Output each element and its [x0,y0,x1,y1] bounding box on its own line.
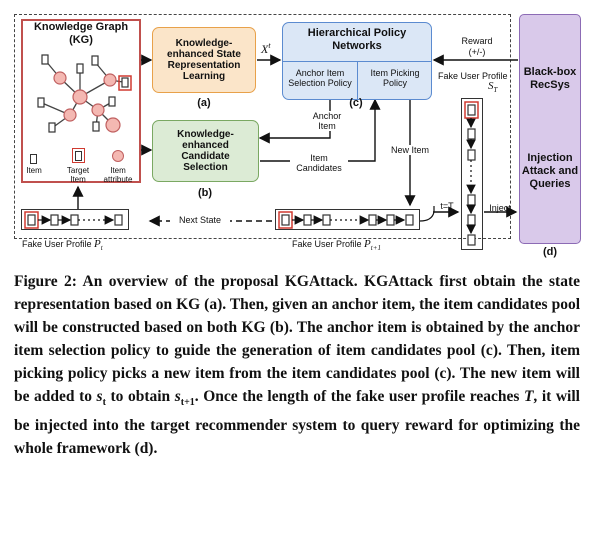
profile-st-sym: S [488,80,494,92]
reward-sign-label: (+/-) [468,47,486,57]
profile-st-symbol: ST [488,80,497,94]
profile-pt-sequence [24,211,123,229]
profile-pt-box [21,209,129,230]
t-eq-T-label: t=T [440,201,454,211]
anchor-policy-label: Anchor Item Selection Policy [288,68,352,88]
profile-pt-sym: P [94,238,101,250]
profile-pt1-label: Fake User Profile Pt+1 [292,239,412,253]
state-representation-box: Knowledge-enhanced State Representation … [152,27,256,93]
profile-st-box [461,98,483,250]
state-representation-label: Knowledge-enhanced State Representation … [167,38,241,82]
tag-c: (c) [349,97,363,109]
profile-st-text: Fake User Profile [438,71,508,81]
profile-pt1-box [275,209,420,230]
reward-label: Reward [461,36,493,46]
legend-attr-label: Item attribute [103,166,133,184]
legend-item-icon [30,151,37,169]
outer-dashed-frame [14,14,511,239]
profile-st-sub: T [493,86,498,95]
tag-a: (a) [197,97,211,109]
legend-target-icon [72,148,85,163]
profile-st-label: Fake User Profile [438,71,508,81]
legend-item-label: Item [26,166,42,175]
profile-pt-sub: t [100,244,103,253]
profile-pt-label: Fake User Profile Pt [22,239,142,253]
new-item-label: New Item [391,145,430,155]
item-candidates-label: Item Candidates [290,153,348,173]
profile-pt1-sym: P [364,238,371,250]
candidate-selection-box: Knowledge-enhanced Candidate Selection [152,120,259,182]
profile-pt1-symbol: Pt+1 [364,238,381,253]
profile-st-sequence [464,101,479,246]
profile-pt-text: Fake User Profile [22,239,92,249]
kgattack-diagram: Knowledge Graph (KG) Item Target Item It… [0,0,592,262]
kg-title: Knowledge Graph [33,21,129,33]
knowledge-graph-box [21,19,141,183]
tag-b: (b) [197,187,213,199]
blackbox-title: Black-box RecSys [523,66,577,91]
injection-label: Injection Attack and Queries [521,152,579,190]
kg-subtitle: (KG) [69,34,93,46]
profile-pt1-text: Fake User Profile [292,239,362,249]
anchor-item-label: Anchor Item [305,111,349,131]
policy-divider-h [283,61,431,62]
xt-symbol: X [261,42,269,56]
policy-divider-v [357,62,358,99]
xt-label: Xt [261,41,271,57]
figure-caption: Figure 2: An overview of the proposal KG… [14,270,580,460]
inject-label: Inject [489,203,511,213]
next-state-label: Next State [170,215,230,225]
caption-text: Figure 2: An overview of the proposal KG… [14,273,580,458]
xt-superscript: t [268,41,271,50]
blackbox-recsys-box [519,14,581,244]
profile-pt1-sub: t+1 [370,244,381,253]
legend-target-label: Target Item [66,166,90,184]
picking-policy-label: Item Picking Policy [370,68,420,88]
profile-pt-symbol: Pt [94,238,103,253]
candidate-selection-label: Knowledge-enhanced Candidate Selection [177,129,234,173]
policy-title: Hierarchical Policy Networks [307,27,407,52]
profile-pt1-sequence [278,211,414,229]
legend-attr-icon [112,150,124,162]
tag-d: (d) [542,246,558,258]
